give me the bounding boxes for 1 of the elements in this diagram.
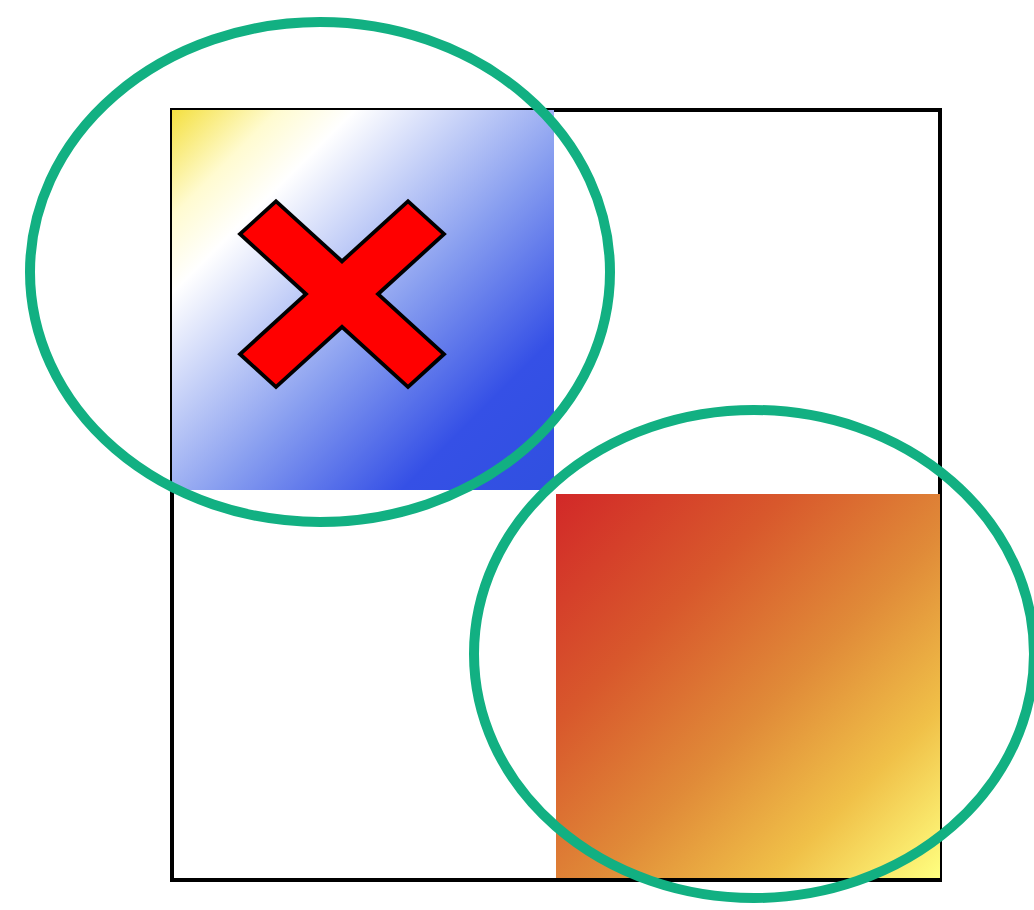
gradient-square bbox=[172, 110, 554, 490]
